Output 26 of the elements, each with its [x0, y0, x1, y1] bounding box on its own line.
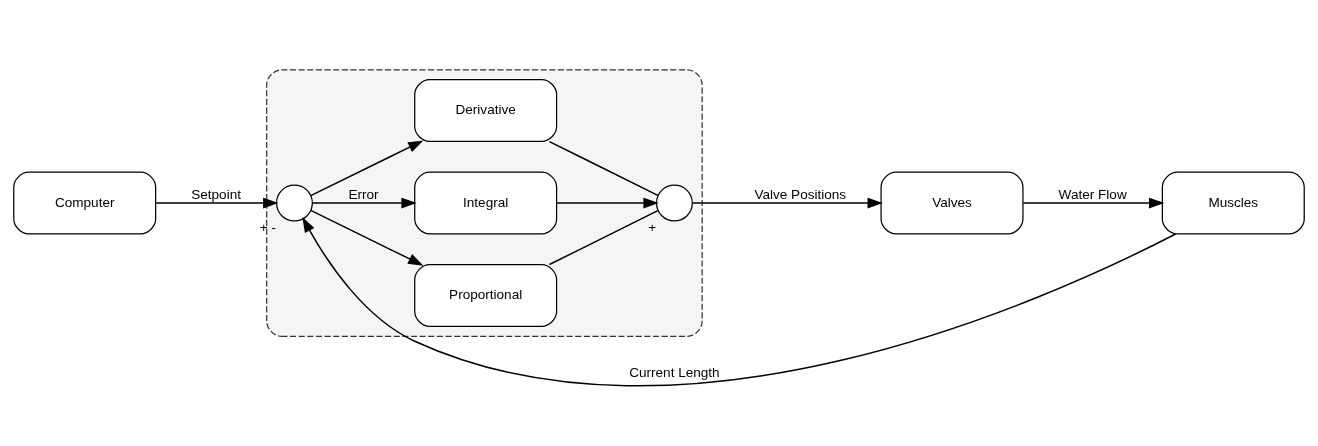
- edge-label: Valve Positions: [754, 187, 847, 203]
- node-box: Valves: [880, 171, 1024, 235]
- connector: [548, 140, 659, 197]
- arrow: [691, 197, 883, 209]
- arrow: [311, 197, 417, 209]
- edge-label: Error: [348, 187, 379, 203]
- node-box: Derivative: [414, 79, 558, 142]
- node-label: + -: [259, 219, 277, 235]
- node-label: +: [648, 219, 657, 235]
- edge-label: Current Length: [629, 364, 720, 380]
- connector: [548, 209, 659, 266]
- node-box: Computer: [13, 171, 157, 235]
- edge-label: Water Flow: [1058, 187, 1127, 203]
- node-circle: [655, 184, 693, 222]
- arrow: [310, 209, 424, 266]
- cluster: [266, 69, 703, 337]
- edge-label: Setpoint: [191, 187, 241, 203]
- node-box: Proportional: [414, 264, 558, 328]
- arrow: [310, 140, 424, 197]
- node-box: Integral: [414, 171, 558, 235]
- arrow: [155, 197, 279, 209]
- arrow: [1022, 197, 1165, 209]
- arrow: [556, 197, 659, 209]
- node-circle: [275, 184, 313, 222]
- node-box: Muscles: [1161, 171, 1305, 235]
- arrow: [302, 216, 1177, 387]
